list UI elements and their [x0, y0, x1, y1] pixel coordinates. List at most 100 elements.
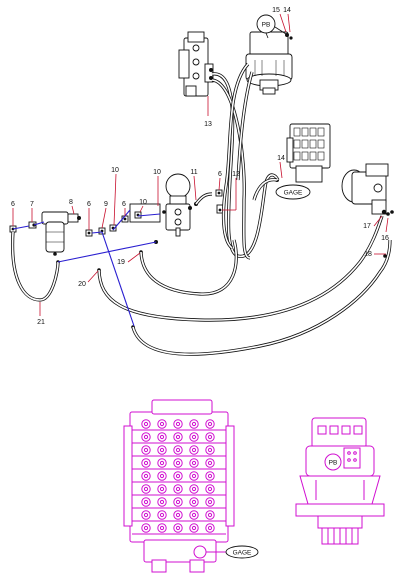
valve-port: [157, 458, 167, 468]
valve-port-center: [175, 512, 181, 518]
valve-port-center: [207, 486, 213, 492]
pb-label-top: PB: [262, 22, 271, 29]
callout-6c: 6: [122, 201, 126, 208]
fitting-18: [383, 254, 387, 258]
valve-port: [157, 510, 167, 520]
callout-14a: 14: [283, 7, 291, 14]
valve-port: [141, 419, 151, 429]
valve-port-center: [175, 434, 181, 440]
valve-port-center: [159, 512, 165, 518]
valve-port: [141, 484, 151, 494]
solenoid-valve-block: [178, 31, 214, 97]
control-valve-reference: GAGE: [123, 399, 259, 573]
callout-16: 16: [381, 235, 389, 242]
valve-port-center: [191, 525, 197, 531]
valve-port: [189, 471, 199, 481]
valve-port: [173, 497, 183, 507]
valve-port: [141, 497, 151, 507]
swing-motor-top: PB: [245, 14, 293, 95]
gage-label-top: GAGE: [284, 190, 303, 197]
valve-port-center: [159, 499, 165, 505]
valve-port: [189, 484, 199, 494]
valve-port-center: [175, 486, 181, 492]
callout-21: 21: [37, 319, 45, 326]
callout-10c: 10: [153, 169, 161, 176]
valve-port-center: [143, 447, 149, 453]
valve-port-center: [207, 421, 213, 427]
valve-port-center: [207, 460, 213, 466]
gage-label-bottom: GAGE: [233, 550, 252, 557]
valve-port-center: [143, 486, 149, 492]
valve-port: [141, 445, 151, 455]
valve-port-center: [159, 525, 165, 531]
valve-port-center: [175, 525, 181, 531]
valve-port: [189, 432, 199, 442]
valve-port-center: [207, 447, 213, 453]
valve-port-center: [159, 486, 165, 492]
valve-port-center: [191, 447, 197, 453]
valve-port: [157, 445, 167, 455]
pilot-lines: [12, 209, 161, 327]
valve-port: [205, 419, 215, 429]
callout-17: 17: [363, 223, 371, 230]
valve-port: [205, 523, 215, 533]
valve-port-center: [191, 421, 197, 427]
fitting-6d: [215, 189, 223, 197]
valve-port: [205, 445, 215, 455]
fitting-10b: [134, 211, 142, 219]
valve-port: [205, 484, 215, 494]
callout-12: 12: [232, 171, 240, 178]
callout-15: 15: [272, 7, 280, 14]
valve-port-center: [143, 473, 149, 479]
valve-port: [157, 471, 167, 481]
valve-port: [173, 484, 183, 494]
valve-port-center: [207, 525, 213, 531]
valve-port: [141, 510, 151, 520]
callout-6a: 6: [11, 201, 15, 208]
valve-port: [141, 458, 151, 468]
valve-port: [205, 432, 215, 442]
valve-port: [173, 432, 183, 442]
callout-8: 8: [69, 199, 73, 206]
valve-port-center: [191, 499, 197, 505]
valve-port: [173, 458, 183, 468]
hydraulic-pump: [341, 163, 394, 216]
line-filter: [41, 211, 81, 256]
valve-port-center: [143, 460, 149, 466]
valve-port-center: [159, 421, 165, 427]
swing-motor-reference: PB: [295, 417, 385, 545]
valve-port: [205, 497, 215, 507]
callout-19: 19: [117, 259, 125, 266]
fitting-6b: [85, 229, 93, 237]
valve-port: [189, 445, 199, 455]
valve-port: [157, 432, 167, 442]
control-valve-top: GAGE: [275, 123, 331, 200]
valve-port-center: [159, 434, 165, 440]
valve-port: [189, 497, 199, 507]
valve-port: [157, 419, 167, 429]
callout-10a: 10: [111, 167, 119, 174]
valve-port: [205, 458, 215, 468]
valve-port: [189, 419, 199, 429]
leader-lines: [12, 13, 389, 316]
valve-port: [173, 419, 183, 429]
valve-port: [173, 471, 183, 481]
valve-port: [205, 510, 215, 520]
valve-port-center: [191, 473, 197, 479]
valve-port: [141, 432, 151, 442]
valve-port-center: [175, 447, 181, 453]
callout-14b: 14: [277, 155, 285, 162]
callout-numbers: 6 7 8 6 9 10 6 10 10 11 6 12 13 14 15 14…: [11, 7, 389, 326]
valve-port-center: [207, 434, 213, 440]
callout-9: 9: [104, 201, 108, 208]
valve-port-center: [159, 473, 165, 479]
hoses: [10, 62, 392, 356]
callout-11: 11: [190, 169, 197, 176]
valve-port-center: [207, 499, 213, 505]
valve-port-center: [191, 434, 197, 440]
valve-port: [173, 510, 183, 520]
valve-port: [173, 445, 183, 455]
callout-13: 13: [204, 121, 212, 128]
